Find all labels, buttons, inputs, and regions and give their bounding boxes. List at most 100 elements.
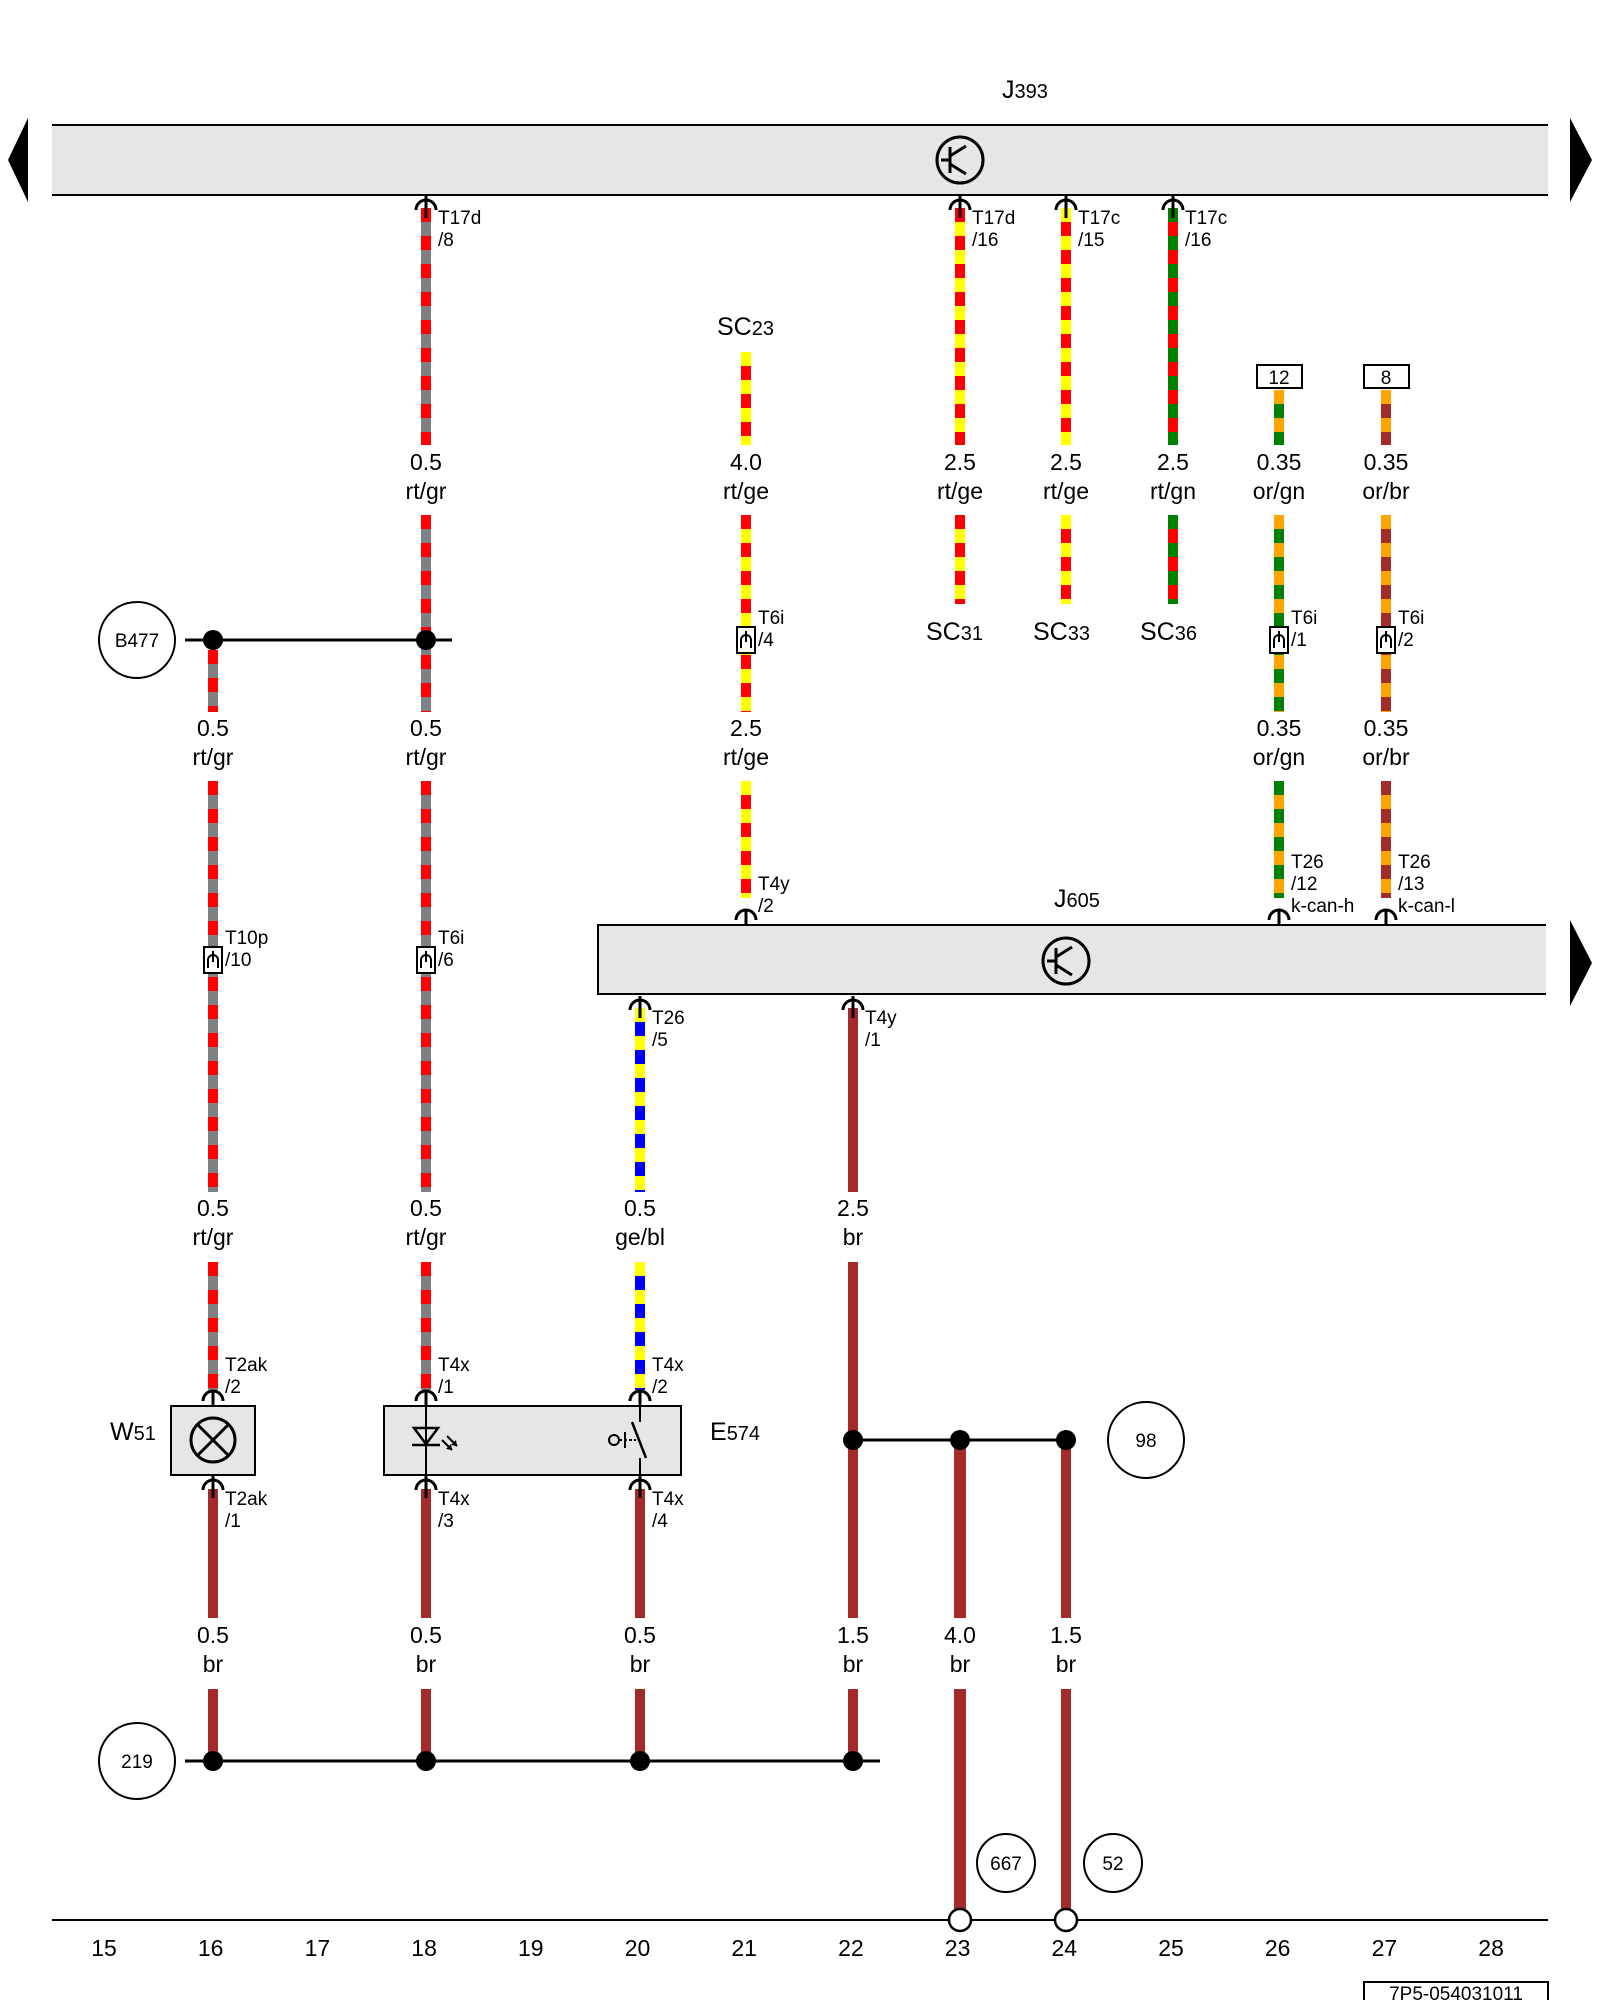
wire-spec-col26-a-color: or/gn xyxy=(1253,478,1305,504)
right-continuation-arrow-top[interactable] xyxy=(1570,118,1592,202)
wire-col20-c[interactable] xyxy=(635,1489,645,1618)
column-number: 23 xyxy=(945,1935,971,1961)
wire-col18-b[interactable] xyxy=(421,515,431,712)
wire-col16-d[interactable] xyxy=(208,1262,218,1390)
wire-col16-b[interactable] xyxy=(208,650,218,712)
wire-col25-a[interactable] xyxy=(1168,208,1178,445)
column-number: 20 xyxy=(625,1935,651,1961)
terminal-T4x-1[interactable] xyxy=(414,1389,438,1405)
wire-col22-a[interactable] xyxy=(848,1008,858,1192)
wire-col18-a[interactable] xyxy=(421,208,431,445)
wire-spec-col22-d-gauge: 1.5 xyxy=(837,1622,869,1648)
circle-ref-667[interactable]: 667 xyxy=(976,1833,1036,1893)
wire-col16-f[interactable] xyxy=(208,1689,218,1761)
pin-label-T4x-1-num: /1 xyxy=(438,1377,454,1398)
inline-connector-T6i-6[interactable] xyxy=(416,946,436,974)
inline-connector-T6i-2[interactable] xyxy=(1376,626,1396,654)
J393-body xyxy=(52,126,1548,194)
terminal-T17c-16[interactable] xyxy=(1161,196,1185,218)
wire-spec-col18-d-color: br xyxy=(416,1651,437,1677)
wire-col24-b[interactable] xyxy=(1061,515,1071,604)
wire-spec-col23-a-color: rt/ge xyxy=(937,478,983,504)
wire-spec-col22-c-color: br xyxy=(843,1224,864,1250)
component-W51[interactable]: W51 xyxy=(110,1405,256,1476)
wire-col27-c[interactable] xyxy=(1381,781,1391,898)
inline-connector-T6i-1[interactable] xyxy=(1269,626,1289,654)
pin-label-T10p-10-num: /10 xyxy=(225,950,251,971)
ref-box-8[interactable]: 8 xyxy=(1363,364,1410,389)
terminal-T4x-2[interactable] xyxy=(628,1389,652,1405)
wire-spec-col18-b-gauge: 0.5 xyxy=(410,715,442,741)
ground-point-23[interactable] xyxy=(947,1907,973,1933)
wire-col21-b[interactable] xyxy=(741,515,751,712)
wire-spec-col22-d-color: br xyxy=(843,1651,864,1677)
wire-col26-c[interactable] xyxy=(1274,781,1284,898)
wire-col23-a[interactable] xyxy=(955,208,965,445)
pin-label-T4x-2-num: /2 xyxy=(652,1377,668,1398)
splice-SC36: SC36 xyxy=(1140,618,1197,646)
terminal-T4y-1[interactable] xyxy=(841,996,865,1018)
ground-point-24[interactable] xyxy=(1053,1907,1079,1933)
wire-col26-b[interactable] xyxy=(1274,515,1284,712)
inline-connector-T10p-10[interactable] xyxy=(203,946,223,974)
circle-ref-98-text: 98 xyxy=(1135,1431,1156,1452)
wire-col20-a[interactable] xyxy=(635,1008,645,1192)
wire-spec-col21-b-color: rt/ge xyxy=(723,744,769,770)
wire-spec-col18-d-gauge: 0.5 xyxy=(410,1622,442,1648)
right-continuation-arrow-mid[interactable] xyxy=(1570,920,1592,1006)
wire-col21-a[interactable] xyxy=(741,352,751,445)
wire-col16-c[interactable] xyxy=(208,781,218,1192)
terminal-T26-5[interactable] xyxy=(628,996,652,1018)
circle-ref-52[interactable]: 52 xyxy=(1083,1833,1143,1893)
left-continuation-arrow[interactable] xyxy=(8,118,28,202)
wire-col26-a[interactable] xyxy=(1274,390,1284,445)
wire-col27-b[interactable] xyxy=(1381,515,1391,712)
circle-ref-219[interactable]: 219 xyxy=(98,1722,176,1800)
wire-col18-c[interactable] xyxy=(421,781,431,1192)
ref-box-12[interactable]: 12 xyxy=(1256,364,1303,389)
pin-label-T6i-1-id: T6i xyxy=(1291,608,1317,629)
wire-spec-col27-a-color: or/br xyxy=(1362,478,1410,504)
wire-col21-c[interactable] xyxy=(741,781,751,898)
wire-col23-d[interactable] xyxy=(954,1689,966,1909)
wire-spec-col16-c-color: rt/gr xyxy=(193,1224,234,1250)
component-J605[interactable]: J605 xyxy=(597,885,1552,996)
terminal-T17c-15[interactable] xyxy=(1054,196,1078,218)
wire-col18-e[interactable] xyxy=(421,1489,431,1618)
label-layer: 0.5rt/gr4.0rt/ge2.5rt/ge2.5rt/ge2.5rt/gn… xyxy=(193,208,1455,1677)
circle-ref-B477[interactable]: B477 xyxy=(98,601,176,679)
wire-col20-b[interactable] xyxy=(635,1262,645,1390)
wire-col16-e[interactable] xyxy=(208,1489,218,1618)
circle-ref-98[interactable]: 98 xyxy=(1107,1401,1185,1479)
component-E574[interactable]: E574 xyxy=(383,1405,760,1476)
wire-spec-col16-c-gauge: 0.5 xyxy=(197,1195,229,1221)
wire-col23-b[interactable] xyxy=(955,515,965,604)
led-icon xyxy=(411,1406,458,1475)
terminal-T17d-8[interactable] xyxy=(414,196,438,218)
wire-col23-c[interactable] xyxy=(954,1440,966,1618)
terminal-T2ak-1[interactable] xyxy=(201,1476,225,1498)
junction-dot xyxy=(416,1751,436,1771)
wire-col24-c[interactable] xyxy=(1061,1440,1071,1618)
wire-col25-b[interactable] xyxy=(1168,515,1178,604)
wire-col24-a[interactable] xyxy=(1061,208,1071,445)
terminal-T4x-3[interactable] xyxy=(414,1476,438,1498)
terminal-T2ak-2[interactable] xyxy=(201,1389,225,1405)
wire-col22-c[interactable] xyxy=(848,1689,858,1761)
terminal-T4y-2[interactable] xyxy=(734,908,758,924)
pin-label-T10p-10-id: T10p xyxy=(225,928,268,949)
component-J393[interactable]: J393 xyxy=(52,76,1548,196)
wire-col20-d[interactable] xyxy=(635,1689,645,1761)
wire-col18-d[interactable] xyxy=(421,1262,431,1390)
control-unit-symbol-icon xyxy=(1041,936,1091,986)
terminal-T17d-16[interactable] xyxy=(948,196,972,218)
terminal-T26-12[interactable] xyxy=(1267,908,1291,924)
wire-spec-col27-a-gauge: 0.35 xyxy=(1364,449,1409,475)
inline-connector-T6i-4[interactable] xyxy=(736,626,756,654)
terminal-T26-13[interactable] xyxy=(1374,908,1398,924)
wire-col18-f[interactable] xyxy=(421,1689,431,1761)
pin-label-T4y-2-id: T4y xyxy=(758,874,790,895)
wire-col27-a[interactable] xyxy=(1381,390,1391,445)
terminal-T4x-4[interactable] xyxy=(628,1476,652,1498)
wire-col24-d[interactable] xyxy=(1061,1689,1071,1909)
